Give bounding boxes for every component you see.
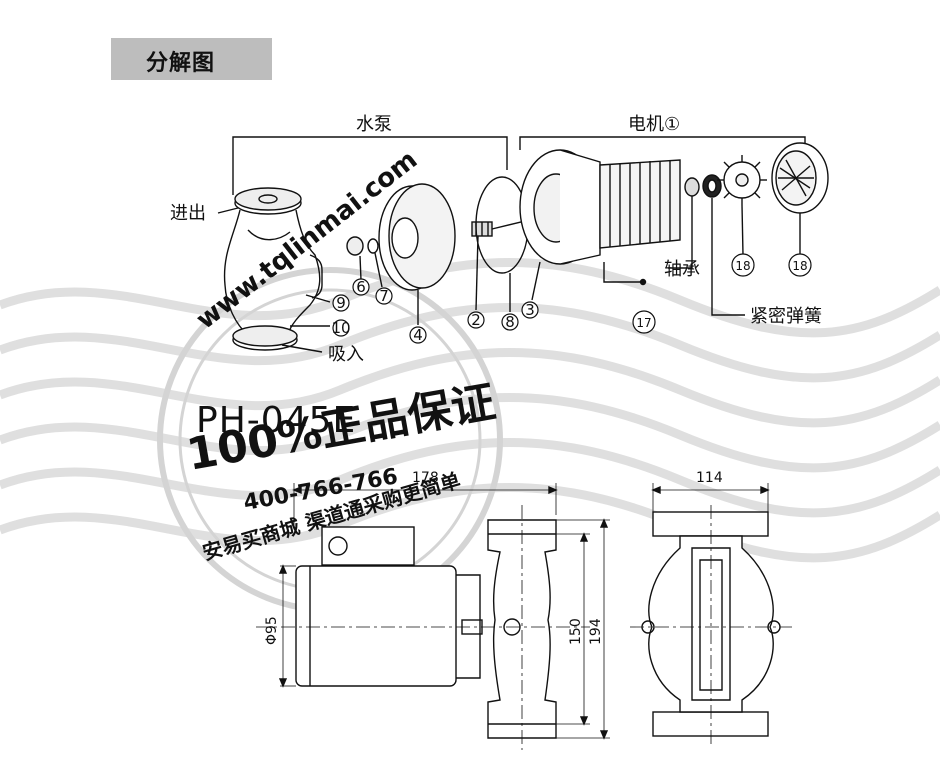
page-title: 分解图 bbox=[146, 51, 216, 76]
group-label-motor: 电机① bbox=[628, 114, 680, 135]
model-number: PH-045E bbox=[196, 400, 357, 441]
part-4-disc bbox=[378, 183, 456, 291]
part-label-4: 4 bbox=[413, 326, 423, 344]
part-label-9: 10 bbox=[331, 319, 350, 337]
part-label-2: 2 bbox=[471, 311, 481, 329]
part-label-6: 7 bbox=[379, 287, 389, 305]
part-label-8: 9 bbox=[336, 294, 346, 312]
part-label-7: 8 bbox=[505, 313, 515, 331]
part-5-nut bbox=[346, 236, 364, 256]
pump-housing bbox=[223, 187, 323, 351]
part-17-fan bbox=[717, 155, 767, 205]
part-label-17: 18 bbox=[735, 259, 750, 273]
front-view bbox=[630, 483, 792, 748]
part-6-washer bbox=[367, 238, 379, 254]
bearing bbox=[684, 177, 700, 197]
part-label-5: 6 bbox=[356, 278, 366, 296]
label-bearing: 轴承 bbox=[664, 259, 700, 280]
dim-width: 114 bbox=[696, 470, 723, 486]
title-box bbox=[111, 38, 272, 80]
dim-height-inner: 150 bbox=[568, 618, 584, 645]
label-inlet-outlet: 进出 bbox=[170, 203, 206, 224]
dim-diameter: Φ95 bbox=[264, 616, 280, 645]
side-view bbox=[256, 483, 610, 750]
part-label-10: 17 bbox=[636, 316, 651, 330]
dim-height-outer: 194 bbox=[588, 618, 604, 645]
part-10-bolt bbox=[603, 262, 640, 283]
dim-length: 178 bbox=[412, 470, 439, 486]
motor-group-bracket bbox=[519, 136, 806, 150]
part-label-18: 18 bbox=[792, 259, 807, 273]
pump-group-bracket bbox=[232, 136, 508, 195]
group-label-pump: 水泵 bbox=[356, 114, 392, 135]
label-spring: 紧密弹簧 bbox=[750, 306, 822, 327]
part-label-3: 3 bbox=[525, 301, 535, 319]
motor-body bbox=[519, 149, 681, 265]
label-suction: 吸入 bbox=[328, 344, 364, 365]
part-18-fan-cover bbox=[771, 142, 829, 214]
